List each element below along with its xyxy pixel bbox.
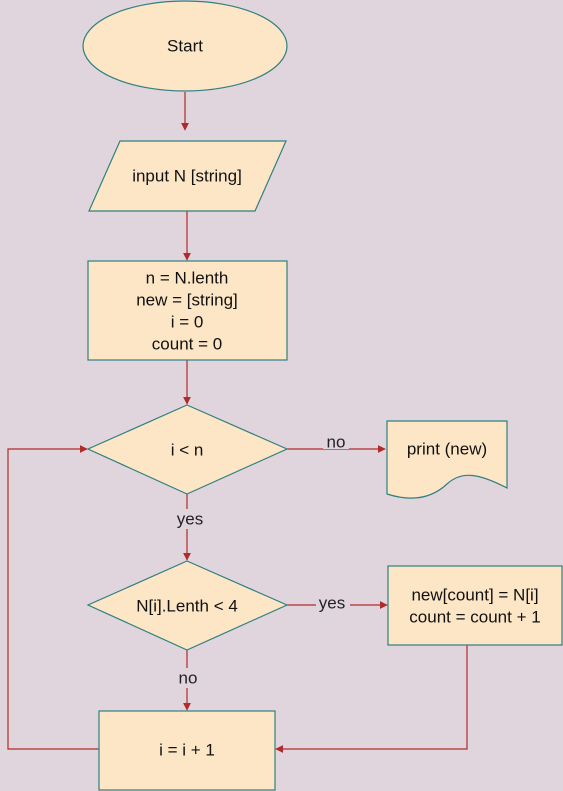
loop-condition-decision xyxy=(86,404,289,495)
loop-no-label: no xyxy=(327,433,346,452)
init-process-box xyxy=(87,260,288,361)
print-label: print (new) xyxy=(407,440,487,459)
start-terminator xyxy=(82,0,288,92)
init-line-4: count = 0 xyxy=(152,335,222,354)
print-document xyxy=(386,420,508,499)
length-no-label-bg xyxy=(175,668,201,688)
loop-condition-label: i < n xyxy=(171,441,204,460)
input-label: input N [string] xyxy=(132,167,242,186)
start-label: Start xyxy=(167,37,203,56)
init-line-3: i = 0 xyxy=(171,313,204,332)
length-no-label: no xyxy=(179,669,198,688)
loop-yes-label: yes xyxy=(177,510,203,529)
increment-label: i = i + 1 xyxy=(159,741,215,760)
edge-increment-loop-back xyxy=(7,445,99,750)
init-line-2: new = [string] xyxy=(136,291,238,310)
loop-yes-label-bg xyxy=(173,509,209,529)
length-condition-label: N[i].Lenth < 4 xyxy=(136,597,238,616)
length-condition-decision xyxy=(86,560,289,651)
edge-assign-to-increment xyxy=(275,645,468,753)
increment-process-box xyxy=(98,710,276,791)
loop-no-label-bg xyxy=(323,433,349,449)
length-yes-label-bg xyxy=(316,594,350,612)
assign-line-2: count = count + 1 xyxy=(409,608,540,627)
init-line-1: n = N.lenth xyxy=(146,269,229,288)
assign-line-1: new[count] = N[i] xyxy=(411,586,538,605)
assign-process-box xyxy=(387,565,563,646)
length-yes-label: yes xyxy=(319,594,345,613)
input-parallelogram xyxy=(88,140,287,212)
